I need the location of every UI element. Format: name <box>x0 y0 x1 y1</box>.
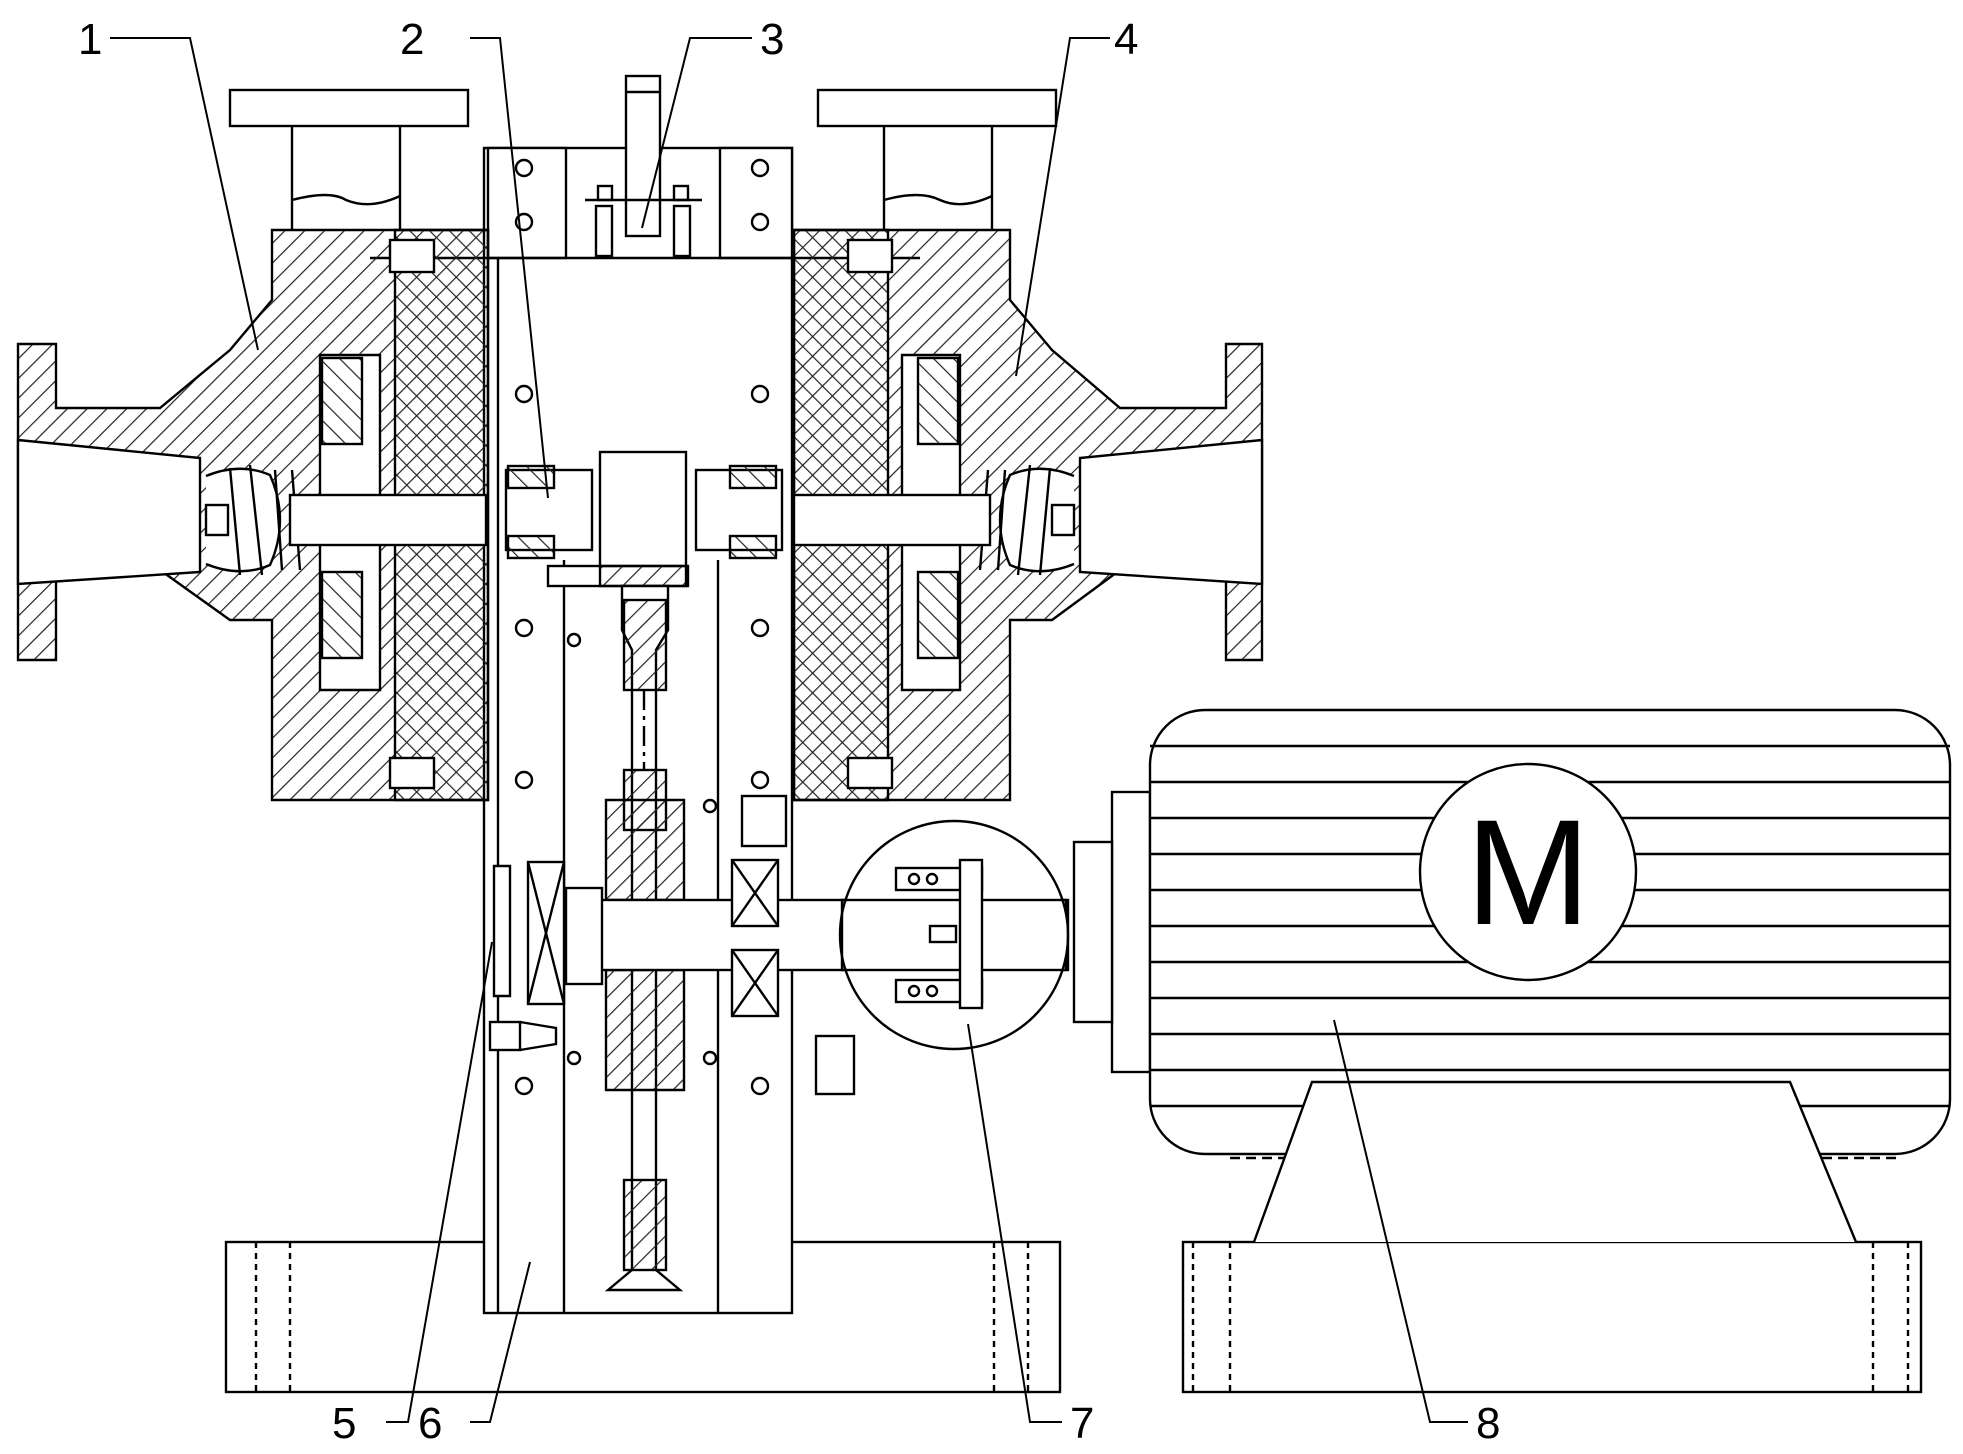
callout-label-6: 6 <box>418 1399 442 1448</box>
callout-label-2: 2 <box>400 15 424 64</box>
callout-label-4: 4 <box>1114 15 1138 64</box>
left-pump-casing <box>18 90 488 800</box>
callout-label-3: 3 <box>760 15 784 64</box>
motor-base-plate <box>1183 1242 1921 1392</box>
callout-label-5: 5 <box>332 1399 356 1448</box>
callout-label-8: 8 <box>1476 1399 1500 1448</box>
right-pump-casing <box>794 90 1262 800</box>
callout-label-1: 1 <box>78 15 102 64</box>
motor-symbol: M <box>1466 788 1591 956</box>
coupling-detail <box>840 821 1068 1049</box>
callout-label-7: 7 <box>1070 1399 1094 1448</box>
